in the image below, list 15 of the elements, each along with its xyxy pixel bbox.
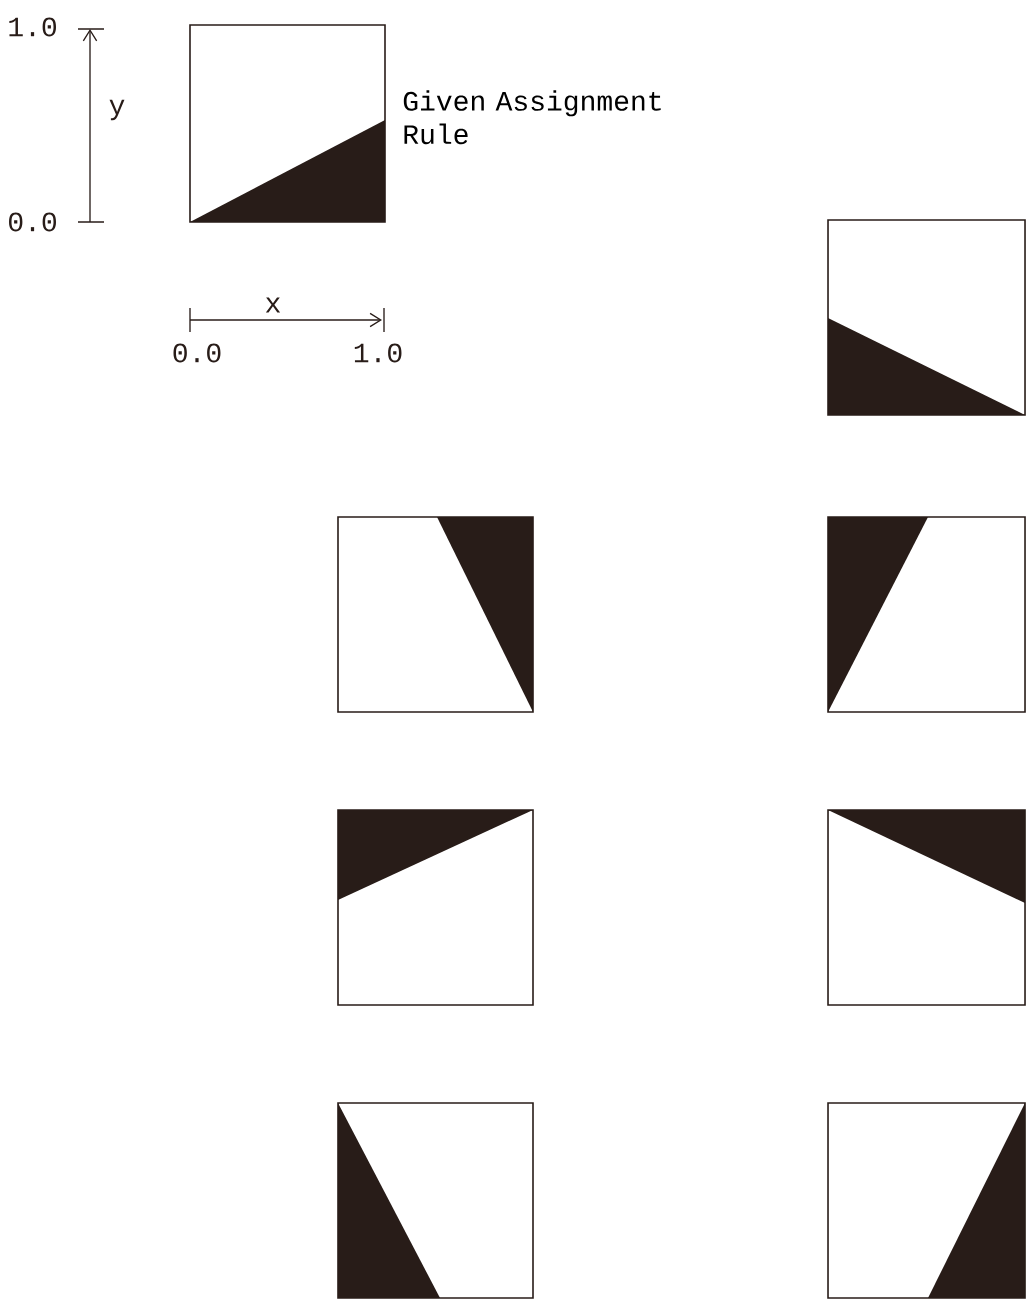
axis-label: y xyxy=(109,99,125,121)
shaded-square xyxy=(827,219,1026,416)
axis-label: 1.0 xyxy=(9,17,56,37)
axis-label: 1.0 xyxy=(354,343,402,363)
shaded-square xyxy=(337,1102,534,1299)
shaded-square xyxy=(827,516,1026,713)
shaded-square xyxy=(337,516,534,713)
caption-text: Given Assignment Rule xyxy=(403,90,661,145)
axis-label: 0.0 xyxy=(9,212,56,232)
axis-label: x xyxy=(265,297,281,313)
shaded-square xyxy=(337,809,534,1006)
shaded-square xyxy=(189,24,386,223)
shaded-square xyxy=(827,809,1026,1006)
axis-label: 0.0 xyxy=(173,343,221,363)
shaded-square xyxy=(827,1102,1026,1299)
